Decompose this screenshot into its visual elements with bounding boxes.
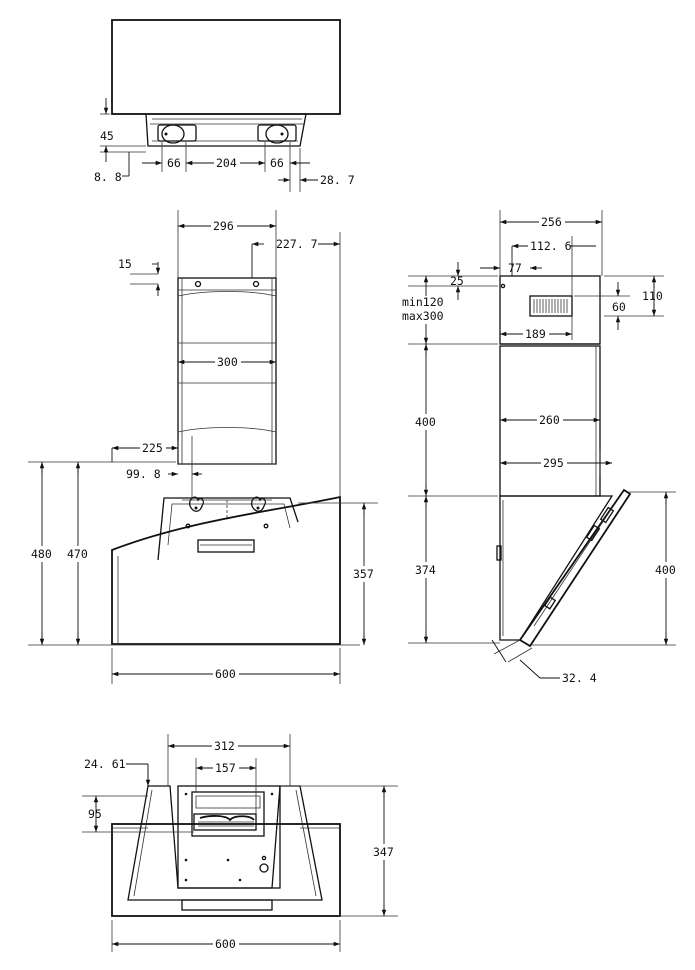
hood-body-bottom xyxy=(127,785,323,901)
chimney-bottom-plate xyxy=(177,785,281,889)
dim-295: 295 xyxy=(543,456,564,470)
vent-slots xyxy=(533,299,568,313)
dim-600-bottom: 600 xyxy=(215,937,236,951)
vent-grille-side xyxy=(529,295,573,317)
lamp-strip-bottom xyxy=(181,899,273,911)
top-view: 45 8. 8 66 204 66 28. 7 xyxy=(94,19,355,192)
dim-15: 15 xyxy=(118,257,132,271)
chimney-body-top xyxy=(145,113,307,147)
dim-400-upper: 400 xyxy=(415,415,436,429)
dim-110: 110 xyxy=(642,289,663,303)
dim-189: 189 xyxy=(525,327,546,341)
hood-body-side xyxy=(499,495,614,641)
dim-470: 470 xyxy=(67,547,88,561)
dim-374: 374 xyxy=(415,563,436,577)
dim-66-right: 66 xyxy=(270,156,284,170)
vent-bottom xyxy=(193,813,257,831)
dim-480: 480 xyxy=(31,547,52,561)
dim-296: 296 xyxy=(213,219,234,233)
dim-99-8: 99. 8 xyxy=(126,467,161,481)
side-view: 256 112. 6 77 25 min120 max300 110 60 xyxy=(402,210,678,685)
dim-112-6: 112. 6 xyxy=(530,239,572,253)
glass-panel-bottom xyxy=(111,823,341,917)
dim-8-8: 8. 8 xyxy=(94,170,122,184)
hood-body-front xyxy=(157,497,299,561)
glass-panel-front xyxy=(111,495,341,645)
motor-box-bottom xyxy=(191,791,265,837)
dim-28-7: 28. 7 xyxy=(320,173,355,187)
dim-max300: max300 xyxy=(402,309,444,323)
dim-24-61: 24. 61 xyxy=(84,757,126,771)
dim-256: 256 xyxy=(541,215,562,229)
glass-panel-top xyxy=(111,19,341,115)
bottom-view: 312 24. 61 157 95 347 600 xyxy=(82,734,398,952)
front-view: 296 227. 7 15 300 225 99. 8 480 xyxy=(28,210,378,684)
dim-357: 357 xyxy=(353,567,374,581)
dim-32-4: 32. 4 xyxy=(562,671,597,685)
cable-gland-icon xyxy=(259,863,269,873)
chimney-front xyxy=(177,277,277,465)
dim-77: 77 xyxy=(508,261,522,275)
dim-227-7: 227. 7 xyxy=(276,237,318,251)
dim-225: 225 xyxy=(142,441,163,455)
fan-motor-left-icon xyxy=(161,124,185,144)
dim-300: 300 xyxy=(217,355,238,369)
dim-204: 204 xyxy=(216,156,237,170)
fan-motor-right-icon xyxy=(265,124,289,144)
control-panel-front xyxy=(197,539,255,553)
dim-400-right: 400 xyxy=(655,563,676,577)
dim-25: 25 xyxy=(450,274,464,288)
dim-157: 157 xyxy=(215,761,236,775)
dim-min120: min120 xyxy=(402,295,444,309)
dim-600-front: 600 xyxy=(215,667,236,681)
glass-panel-side xyxy=(518,488,632,648)
dim-60: 60 xyxy=(612,300,626,314)
dim-66-left: 66 xyxy=(167,156,181,170)
dim-312: 312 xyxy=(214,739,235,753)
dim-347: 347 xyxy=(373,845,394,859)
dim-45: 45 xyxy=(100,129,114,143)
dim-95: 95 xyxy=(88,807,102,821)
dim-260: 260 xyxy=(539,413,560,427)
